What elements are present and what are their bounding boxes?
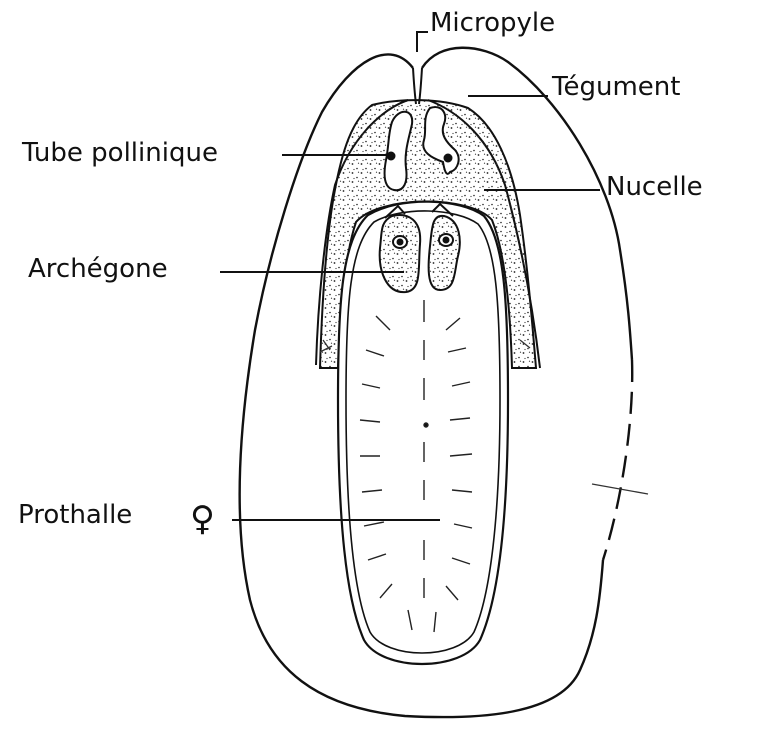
female-symbol: ♀ — [190, 502, 215, 536]
label-prothalle: Prothalle — [18, 502, 132, 528]
label-tegument: Tégument — [552, 74, 680, 100]
label-micropyle: Micropyle — [430, 10, 555, 36]
label-tube-pollinique: Tube pollinique — [22, 140, 218, 166]
label-archegone: Archégone — [28, 256, 168, 282]
micropyle-canal — [413, 68, 422, 104]
prothalle-outline — [338, 202, 508, 664]
label-nucelle: Nucelle — [606, 174, 703, 200]
